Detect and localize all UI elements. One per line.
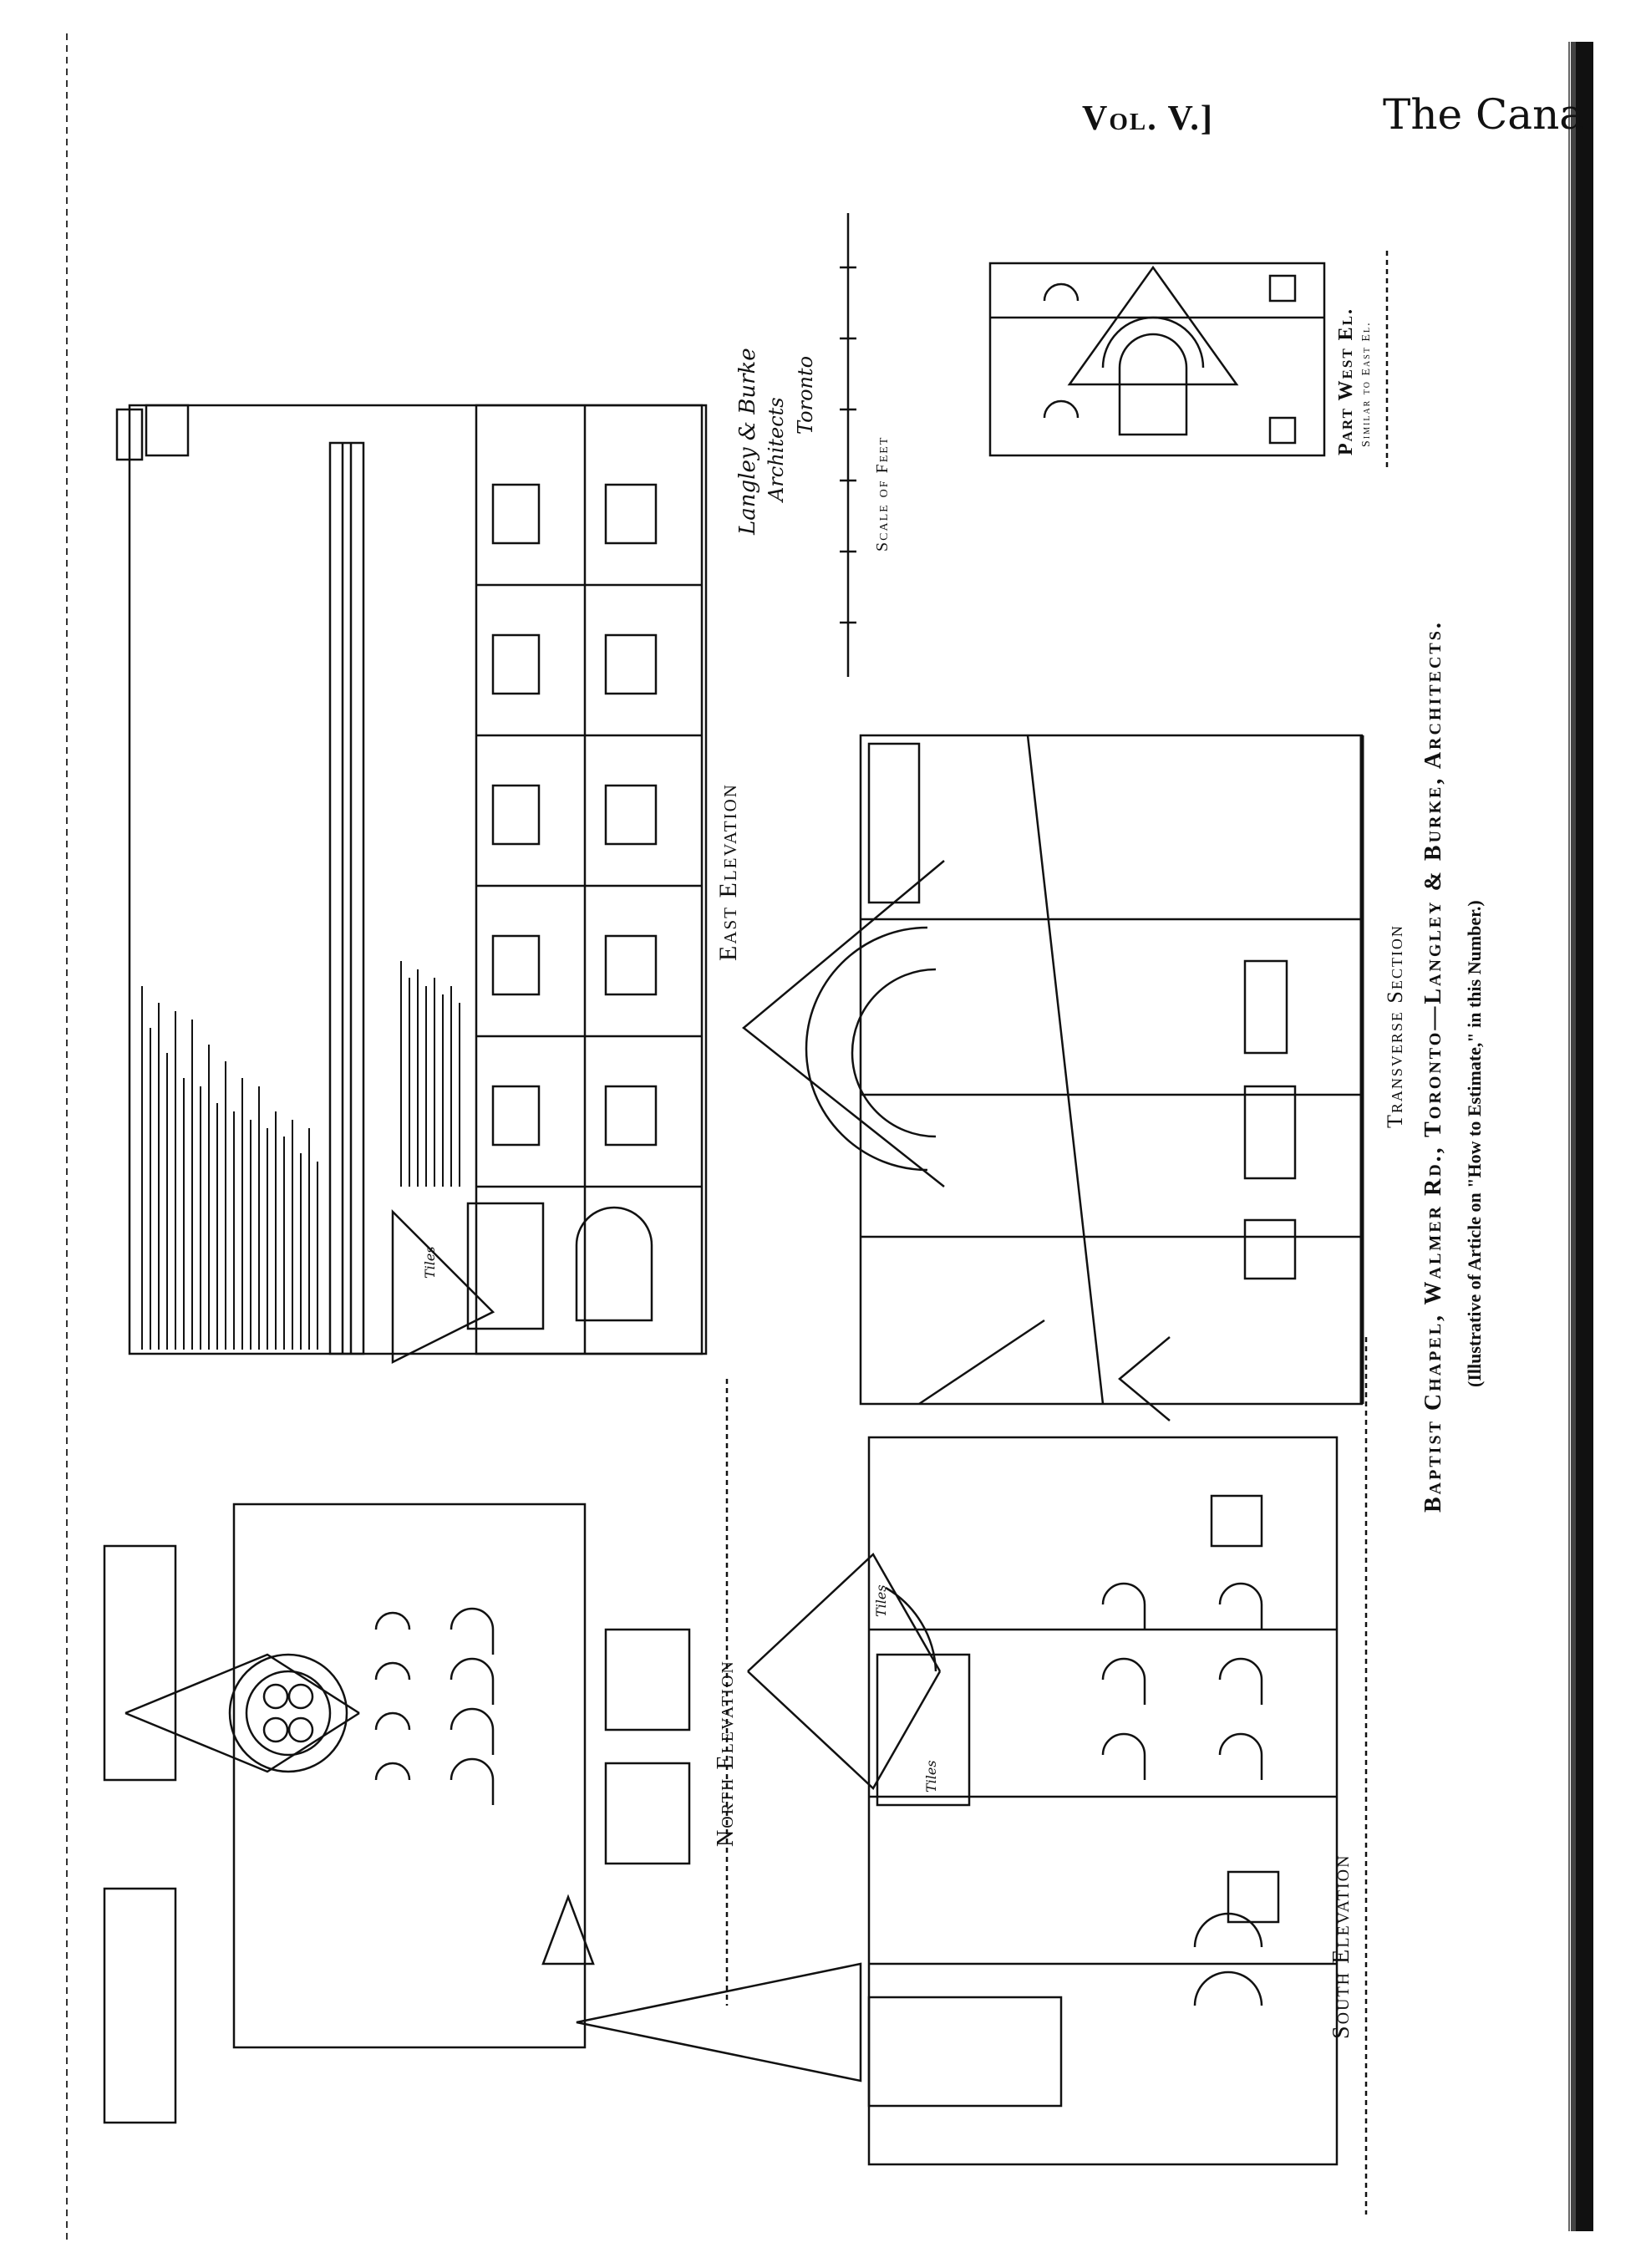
- tiles-note-2: Tiles: [923, 1760, 939, 1793]
- signature-line3: Toronto: [794, 355, 817, 435]
- transverse-section-drawing: [742, 734, 1364, 1406]
- plate-caption-title: Baptist Chapel, Walmer Rd., Toronto—Lang…: [1420, 620, 1446, 1513]
- south-elevation-title: South Elevation: [1328, 1854, 1354, 2039]
- part-west-el-label: Part West El.: [1335, 307, 1357, 455]
- tiles-note-3: Tiles: [873, 1584, 889, 1617]
- north-elevation-drawing: [103, 1379, 729, 2124]
- east-elevation-hatching: [141, 961, 460, 1350]
- part-west-elevation-drawing: [988, 251, 1389, 468]
- north-elevation-title: North Elevation: [713, 1660, 739, 1847]
- signature-line1: Langley & Burke: [735, 348, 760, 535]
- part-west-el-note: Similar to East El.: [1360, 321, 1373, 447]
- volume-label: Vol. V.]: [1082, 99, 1214, 138]
- plate-caption-note: (Illustrative of Article on "How to Esti…: [1464, 900, 1485, 1387]
- scale-label: Scale of Feet: [873, 435, 892, 552]
- east-elevation-drawing: [115, 404, 708, 1365]
- signature-line2: Architects: [765, 397, 788, 501]
- binding-edge: [1568, 42, 1593, 2231]
- scale-bar: [840, 213, 856, 677]
- transverse-section-title: Transverse Section: [1383, 924, 1407, 1128]
- south-elevation-drawing: [576, 1336, 1368, 2215]
- tiles-note-1: Tiles: [422, 1246, 438, 1279]
- journal-title-fragment: The Cana: [1383, 90, 1585, 139]
- east-elevation-title: East Elevation: [714, 783, 742, 961]
